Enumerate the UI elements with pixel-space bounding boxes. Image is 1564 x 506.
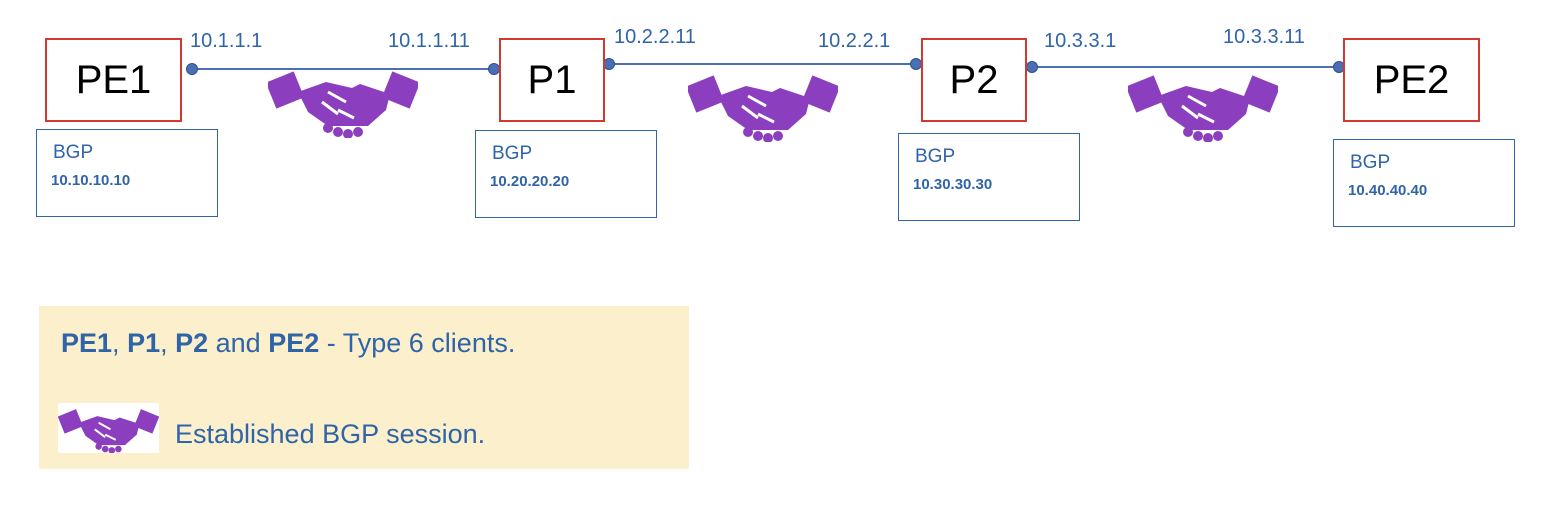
legend-session-text: Established BGP session. [175, 419, 486, 449]
handshake-icon [268, 69, 418, 138]
port-dot [1026, 61, 1038, 73]
router-p2: P2 [921, 38, 1027, 122]
legend-clients-text: PE1, P1, P2 and PE2 - Type 6 clients. [61, 328, 515, 359]
router-name: P2 [949, 57, 999, 102]
legend-client-p2: P2 [175, 328, 209, 358]
bgp-router-id: 10.10.10.10 [51, 172, 131, 189]
ip-label: 10.3.3.11 [1223, 26, 1305, 48]
router-name: PE2 [1373, 57, 1450, 102]
port-dot [186, 63, 198, 75]
bgp-label: BGP [492, 143, 533, 164]
link-line-p2-pe2 [1032, 66, 1339, 68]
bgp-label: BGP [53, 142, 94, 163]
router-name: PE1 [75, 57, 152, 102]
legend-sep: , [112, 328, 128, 358]
ip-label: 10.3.3.1 [1044, 30, 1117, 52]
ip-label: 10.2.2.11 [614, 26, 696, 48]
legend-client-p1: P1 [127, 328, 161, 358]
ip-label: 10.1.1.1 [190, 30, 263, 52]
bgp-box-pe1: BGP 10.10.10.10 [36, 129, 218, 217]
router-pe1: PE1 [45, 38, 182, 122]
legend-client-pe1: PE1 [61, 328, 113, 358]
ip-label: 10.2.2.1 [818, 30, 891, 52]
bgp-label: BGP [1350, 152, 1391, 173]
bgp-box-p2: BGP 10.30.30.30 [898, 133, 1080, 221]
legend-and: and [208, 328, 269, 358]
ip-label: 10.1.1.11 [388, 30, 470, 52]
legend-clients-suffix: - Type 6 clients. [319, 328, 516, 358]
router-pe2: PE2 [1343, 38, 1480, 122]
handshake-icon [1128, 73, 1278, 142]
bgp-box-pe2: BGP 10.40.40.40 [1333, 139, 1515, 227]
legend-icon-background [58, 403, 159, 453]
router-name: P1 [527, 57, 577, 102]
handshake-icon [688, 73, 838, 142]
bgp-router-id: 10.40.40.40 [1348, 182, 1428, 199]
bgp-label: BGP [915, 146, 956, 167]
bgp-box-p1: BGP 10.20.20.20 [475, 130, 657, 218]
legend-client-pe2: PE2 [268, 328, 320, 358]
bgp-router-id: 10.20.20.20 [490, 173, 570, 190]
link-line-pe1-p1 [192, 68, 494, 70]
handshake-icon [58, 408, 159, 453]
legend-sep: , [160, 328, 176, 358]
link-line-p1-p2 [609, 63, 916, 65]
legend: PE1, P1, P2 and PE2 - Type 6 clients. Es… [39, 306, 689, 469]
router-p1: P1 [499, 38, 605, 122]
bgp-router-id: 10.30.30.30 [913, 176, 993, 193]
